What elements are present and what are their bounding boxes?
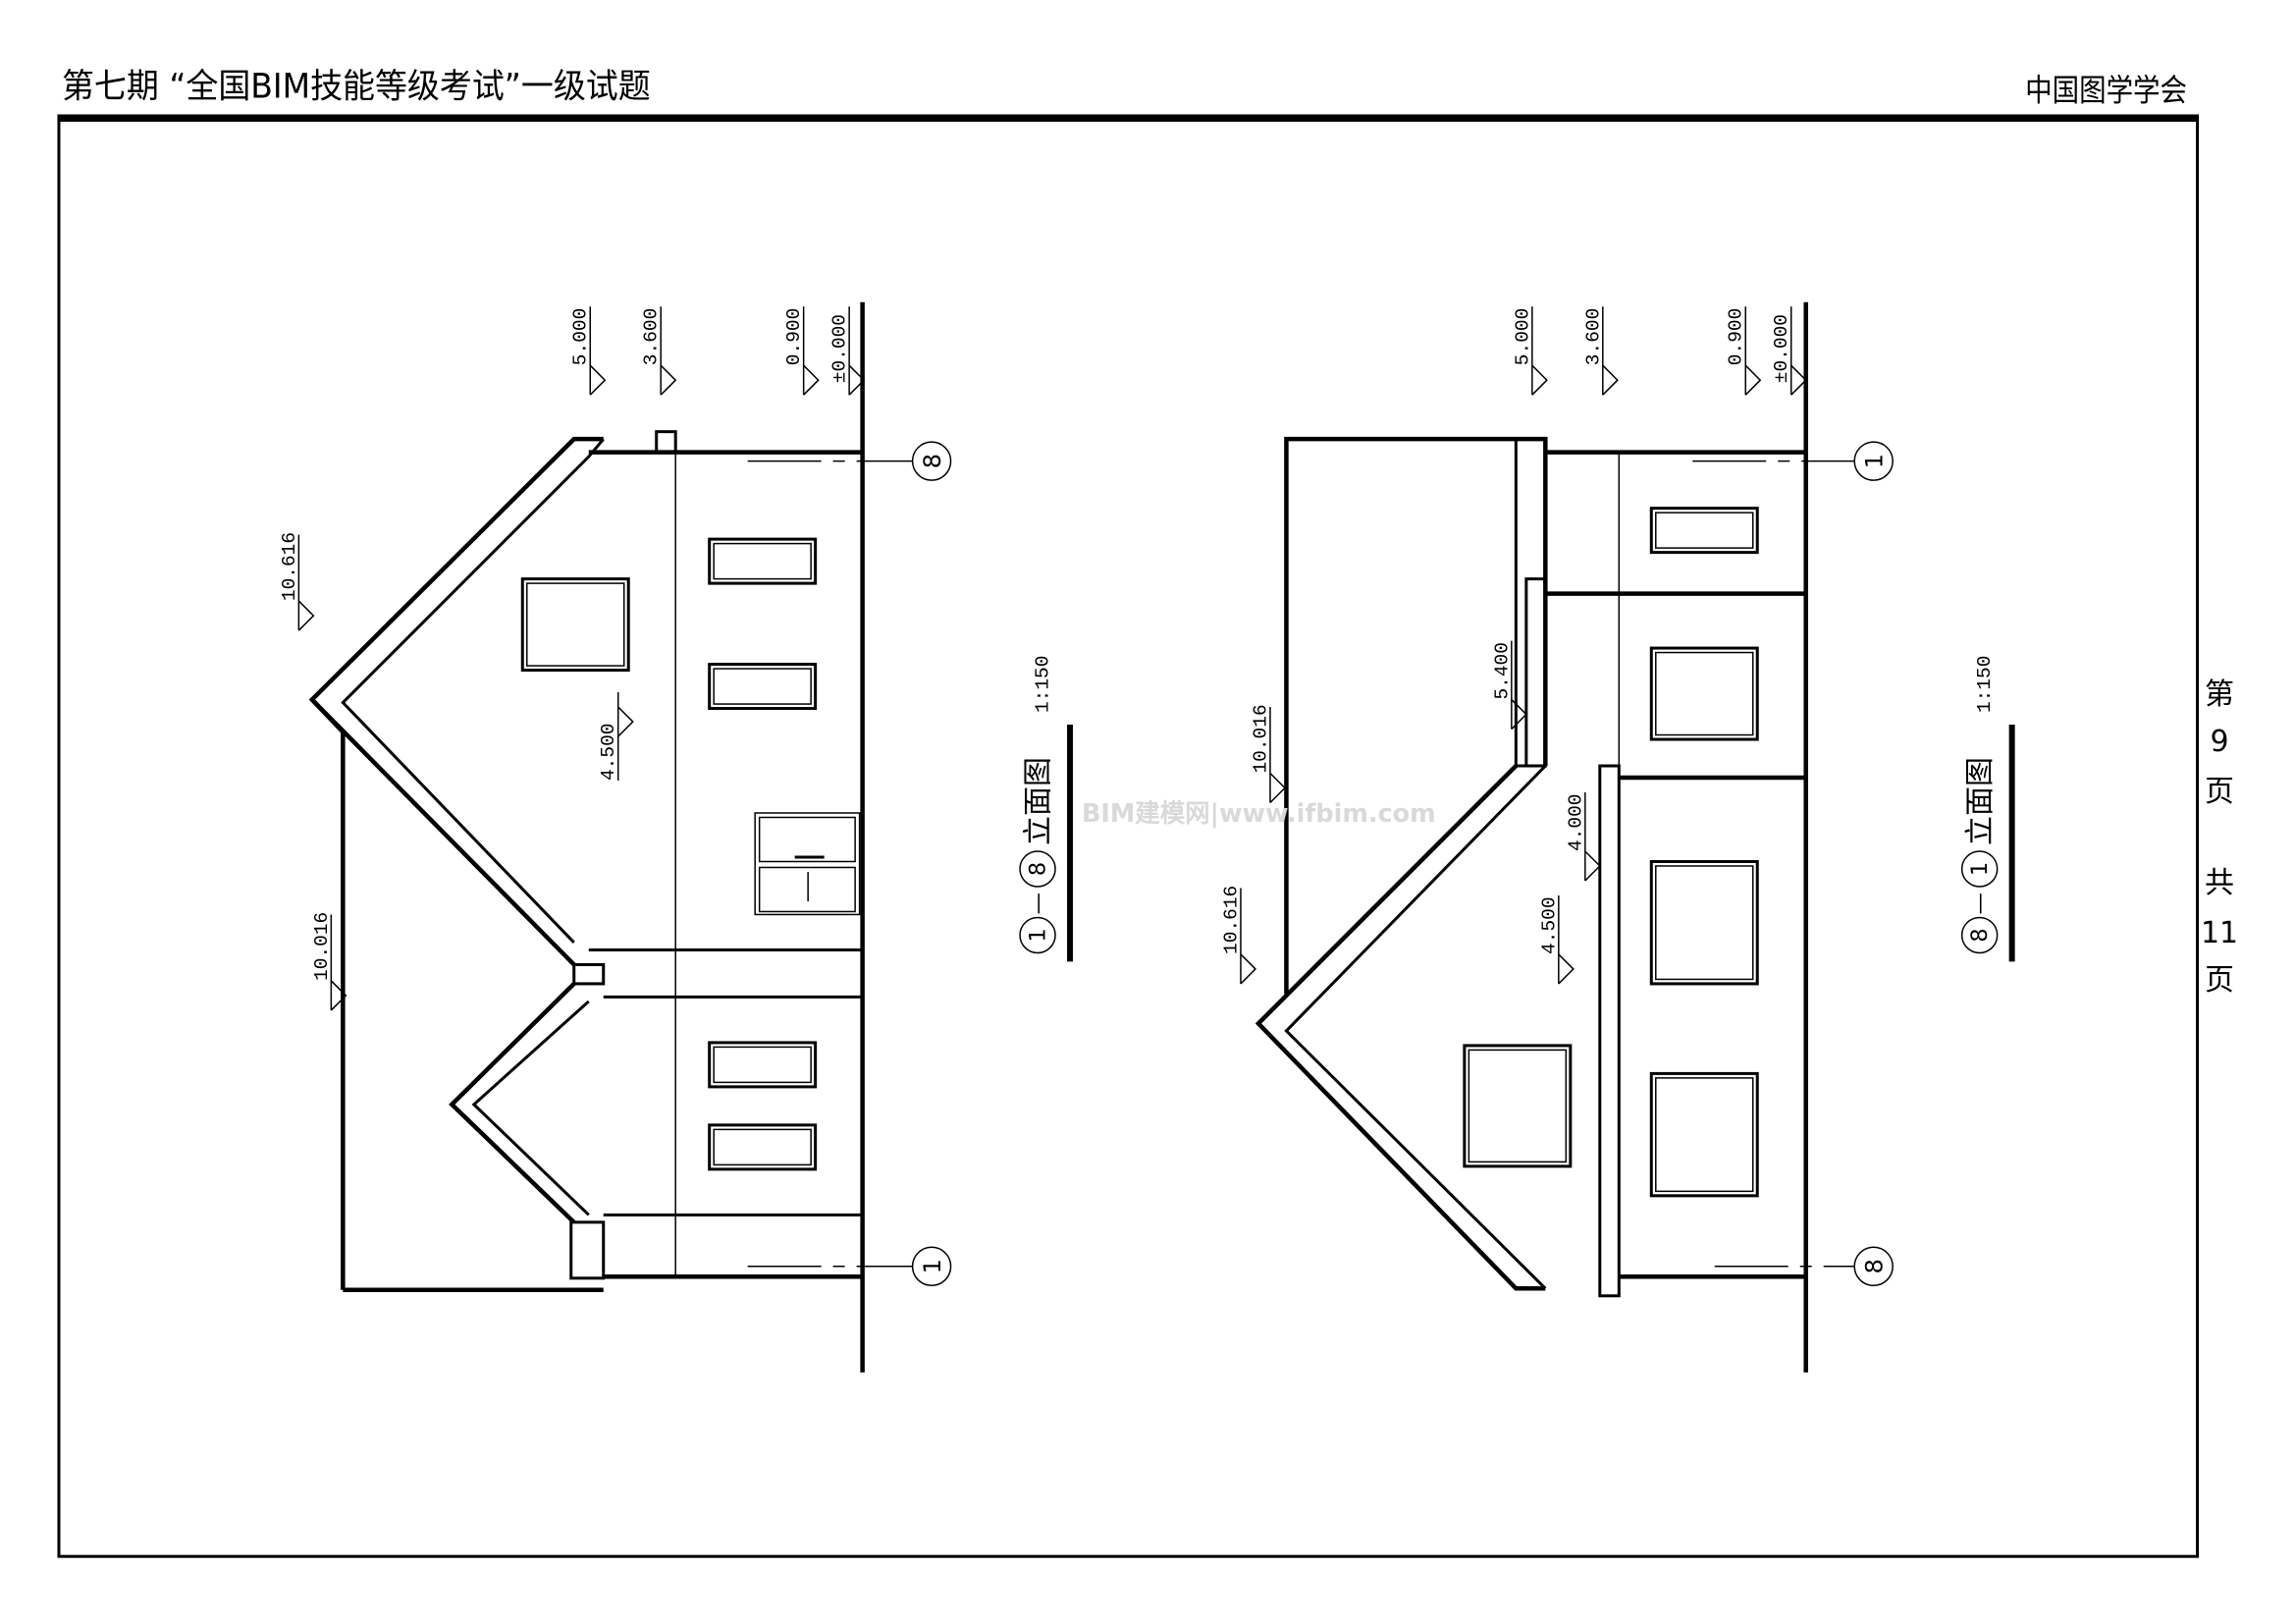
axis-bubble-1	[911, 1246, 952, 1287]
svg-text:立面图: 立面图	[1963, 757, 1998, 845]
axis-label: 8	[919, 454, 946, 468]
svg-text:1: 1	[1026, 928, 1051, 942]
svg-text:页: 页	[2205, 775, 2234, 809]
sheet-title: 第七期 “全国BIM技能等级考试”一级试题	[62, 67, 651, 106]
svg-text:4.500: 4.500	[598, 724, 619, 781]
svg-text:第: 第	[2205, 677, 2234, 712]
svg-text:页: 页	[2205, 963, 2234, 998]
chimney	[655, 430, 677, 455]
drawing-frame	[57, 116, 2200, 1558]
svg-text:1:150: 1:150	[1974, 656, 1996, 713]
windows	[520, 537, 818, 1171]
axis-label: 1	[919, 1259, 946, 1273]
svg-text:0.900: 0.900	[783, 308, 805, 365]
watermark: BIM建模网|www.ifbim.com	[1082, 799, 1436, 829]
svg-text:—: —	[1967, 893, 1993, 914]
svg-text:5.000: 5.000	[1512, 308, 1533, 365]
door	[754, 812, 861, 916]
svg-text:±0.000: ±0.000	[829, 314, 851, 383]
svg-text:±0.000: ±0.000	[1771, 314, 1792, 383]
svg-text:立面图: 立面图	[1022, 757, 1056, 845]
elevation-title: 8 — 1 立面图 1:150	[1960, 656, 1999, 954]
svg-text:10.616: 10.616	[279, 532, 300, 601]
page-number: 第 9 页 共 11 页	[2201, 677, 2238, 998]
axis-label: 1	[1861, 454, 1889, 468]
svg-text:5.000: 5.000	[570, 308, 592, 365]
svg-text:10.616: 10.616	[1220, 886, 1242, 954]
svg-text:8: 8	[1026, 862, 1051, 876]
organization-name: 中国图学学会	[2025, 73, 2187, 108]
svg-text:10.016: 10.016	[311, 912, 333, 981]
svg-text:9: 9	[2210, 725, 2228, 759]
windows	[1463, 507, 1759, 1198]
level-markers: 5.000 3.600 0.900 ±0.000 10.616 4.500 10…	[279, 306, 866, 1011]
elevation-title: 1 — 8 立面图 1:150	[1019, 656, 1056, 954]
axis-bubble-8	[911, 441, 952, 481]
svg-text:3.600: 3.600	[1582, 308, 1604, 365]
svg-text:—: —	[1026, 893, 1051, 914]
elevation-8-1: 1 8 5.000 3.600 0.900 ±0.000 5.400 10.01…	[1220, 301, 2015, 1373]
svg-text:4.000: 4.000	[1565, 794, 1586, 851]
axis-bubble-8	[1853, 1246, 1894, 1287]
level-markers: 5.000 3.600 0.900 ±0.000 5.400 10.016 4.…	[1220, 306, 1807, 985]
svg-text:1: 1	[1967, 862, 1993, 876]
svg-text:3.600: 3.600	[641, 308, 663, 365]
svg-text:8: 8	[1967, 928, 1993, 942]
svg-text:共: 共	[2205, 866, 2234, 900]
axis-bubble-1	[1853, 441, 1894, 481]
elevation-1-8: 8 1 5.000 3.600 0.900 ±0.000 10.616 4.50…	[279, 301, 1074, 1373]
svg-text:4.500: 4.500	[1538, 896, 1560, 953]
svg-text:10.016: 10.016	[1250, 704, 1271, 773]
svg-text:0.900: 0.900	[1726, 308, 1747, 365]
svg-text:11: 11	[2201, 916, 2238, 950]
axis-label: 8	[1861, 1259, 1889, 1273]
svg-text:1:150: 1:150	[1033, 656, 1054, 713]
svg-text:5.400: 5.400	[1491, 642, 1513, 699]
